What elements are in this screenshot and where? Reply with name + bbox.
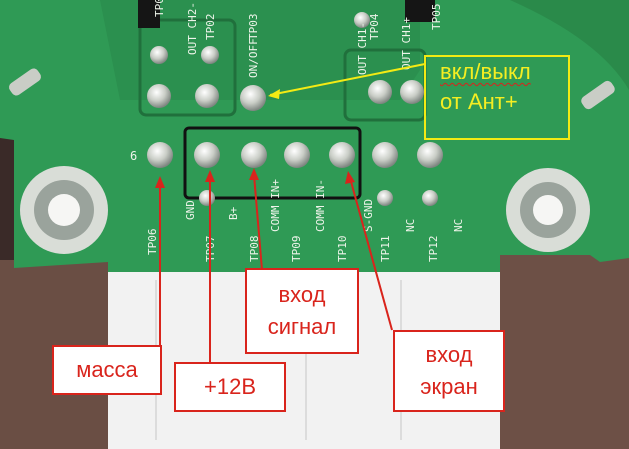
- screw-top-right: [581, 80, 615, 110]
- silk-comm-in-minus: COMM IN-: [314, 179, 327, 232]
- pad-6: [147, 142, 173, 168]
- background-right-wood: [490, 255, 629, 449]
- pad-s-gnd: [372, 142, 398, 168]
- callout-shield-line1: вход: [425, 342, 473, 368]
- silk-comm-in-plus: COMM IN+: [269, 179, 282, 232]
- silk-gnd: GND: [184, 200, 197, 220]
- pad-gnd: [194, 142, 220, 168]
- silk-tp12: TP12: [427, 236, 440, 263]
- component-body-right: [405, 0, 435, 22]
- silk-tp04: TP04: [368, 13, 381, 40]
- arrowhead-shield: [345, 171, 355, 184]
- pad-tp12: [422, 190, 438, 206]
- silk-out-ch1-plus: OUT CH1+: [400, 17, 413, 70]
- arrowhead-signal: [249, 168, 259, 180]
- silk-tp11: TP11: [379, 236, 392, 263]
- silk-nc-1: NC: [404, 219, 417, 232]
- pad-tp07: [199, 190, 215, 206]
- arrowhead-12v: [205, 170, 215, 182]
- pad-on-off: [240, 85, 266, 111]
- silk-on-off: ON/OFF: [247, 38, 260, 78]
- callout-shield: вход экран: [393, 330, 505, 412]
- callout-on-off: вкл/выкл от Ант+: [424, 55, 570, 140]
- mounting-hole-left: [20, 166, 108, 254]
- silk-out-ch1-minus: OUT CH1-: [356, 22, 369, 75]
- silk-s-gnd: S-GND: [362, 199, 375, 232]
- pad-out-ch1-b: [400, 80, 424, 104]
- callout-line-signal: [253, 174, 263, 271]
- silk-tp08: TP08: [248, 236, 261, 263]
- pad-row-top: [147, 12, 424, 111]
- callout-signal-line1: вход: [278, 282, 326, 308]
- callout-signal: вход сигнал: [245, 268, 359, 354]
- pad-tp11: [377, 190, 393, 206]
- silk-out-ch2: OUT CH2-: [186, 2, 199, 55]
- pad-tp01: [150, 46, 168, 64]
- callout-ground-text: масса: [76, 357, 138, 383]
- silk-pin-6: 6: [130, 149, 137, 163]
- callout-on-off-line2: от Ант+: [440, 88, 518, 114]
- silk-tp10: TP10: [336, 236, 349, 263]
- silk-tp05: TP05: [430, 4, 443, 31]
- callout-ground: масса: [52, 345, 162, 395]
- silk-tp06: TP06: [146, 229, 159, 256]
- mounting-hole-right: [506, 168, 590, 252]
- pad-comm-in-plus: [284, 142, 310, 168]
- callout-12v-text: +12В: [204, 374, 256, 400]
- silk-tp03: TP03: [247, 14, 260, 41]
- component-body: [138, 0, 160, 28]
- callout-on-off-line1: вкл/выкл: [440, 59, 531, 84]
- callout-12v: +12В: [174, 362, 286, 412]
- callout-line-on-off: [269, 63, 426, 96]
- pad-comm-in-minus: [329, 142, 355, 168]
- pad-b-plus: [241, 142, 267, 168]
- silk-tp01: TP01: [153, 0, 166, 17]
- pad-nc: [417, 142, 443, 168]
- screw-top-left: [9, 68, 41, 96]
- connector-outline: [183, 126, 362, 200]
- pad-tp04: [354, 12, 370, 28]
- callout-line-shield: [349, 177, 393, 331]
- callout-shield-line2: экран: [420, 374, 478, 399]
- silk-nc-2: NC: [452, 219, 465, 232]
- silk-b-plus: B+: [227, 206, 240, 220]
- arrowhead-ground: [155, 176, 165, 188]
- pad-out-ch1-a: [368, 80, 392, 104]
- trace-outline-ch2: [138, 18, 237, 117]
- pad-out-ch2-a: [147, 84, 171, 108]
- pad-tp02: [201, 46, 219, 64]
- silk-tp02: TP02: [204, 14, 217, 41]
- pad-row-connector: [147, 142, 443, 206]
- pad-out-ch2-b: [195, 84, 219, 108]
- callout-signal-line2: сигнал: [267, 314, 337, 339]
- logo-area: [510, 0, 629, 90]
- silk-tp09: TP09: [290, 236, 303, 263]
- pcb-darker-region: [100, 0, 420, 100]
- arrowhead-on-off: [268, 89, 280, 99]
